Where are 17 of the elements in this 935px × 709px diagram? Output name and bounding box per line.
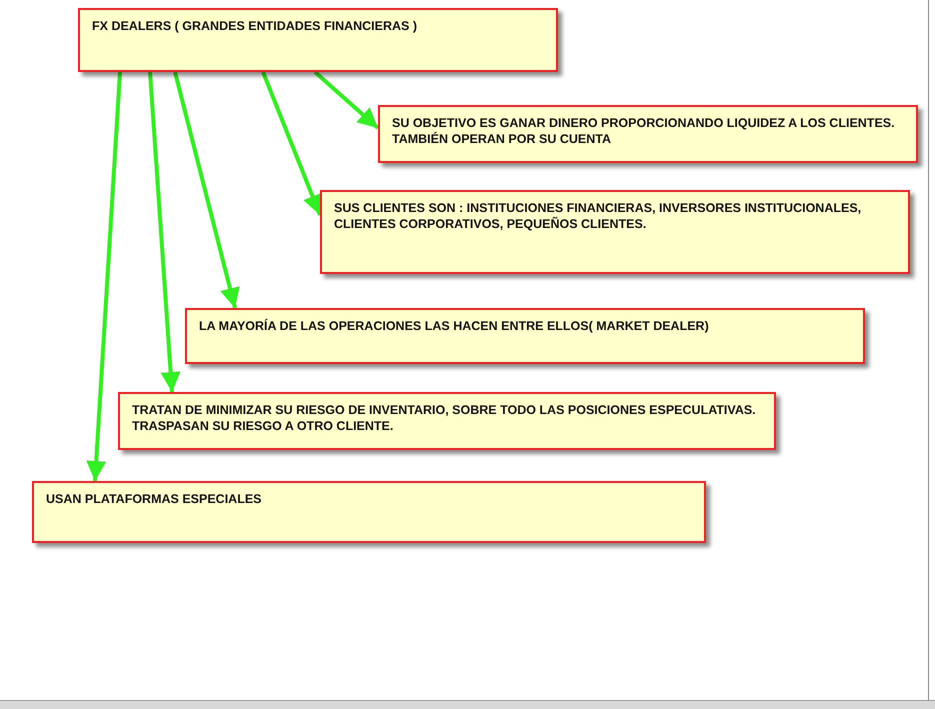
text-box (118, 392, 776, 450)
box-text: FX DEALERS ( GRANDES ENTIDADES FINANCIERAS ) (92, 18, 418, 34)
arrow (314, 70, 380, 130)
arrow (261, 71, 322, 216)
box-text: TRATAN DE MINIMIZAR SU RIESGO DE INVENTARIO, SOBRE TODO LAS POSICIONES ESPECULATIVAS. TRASPASAN SU RIESGO A OTRO CLIENTE. (132, 402, 757, 434)
arrow (148, 72, 181, 392)
text-box (185, 308, 865, 364)
box-text: SU OBJETIVO ES GANAR DINERO PROPORCIONANDO LIQUIDEZ A LOS CLIENTES. TAMBIÉN OPERAN POR SU CUENTA (392, 115, 896, 147)
text-box (78, 8, 558, 72)
box-text: SUS CLIENTES SON : INSTITUCIONES FINANCIERAS, INVERSORES INSTITUCIONALES, CLIENTES CORPORATIVOS, PEQUEÑOS CLIENTES. (334, 200, 862, 232)
arrow (86, 72, 122, 482)
text-box (320, 190, 910, 274)
text-box (378, 105, 918, 163)
text-box (32, 481, 706, 543)
box-text: LA MAYORÍA DE LAS OPERACIONES LAS HACEN ENTRE ELLOS( MARKET DEALER) (199, 318, 710, 334)
box-text: USAN PLATAFORMAS ESPECIALES (46, 491, 263, 507)
arrow (173, 72, 240, 308)
